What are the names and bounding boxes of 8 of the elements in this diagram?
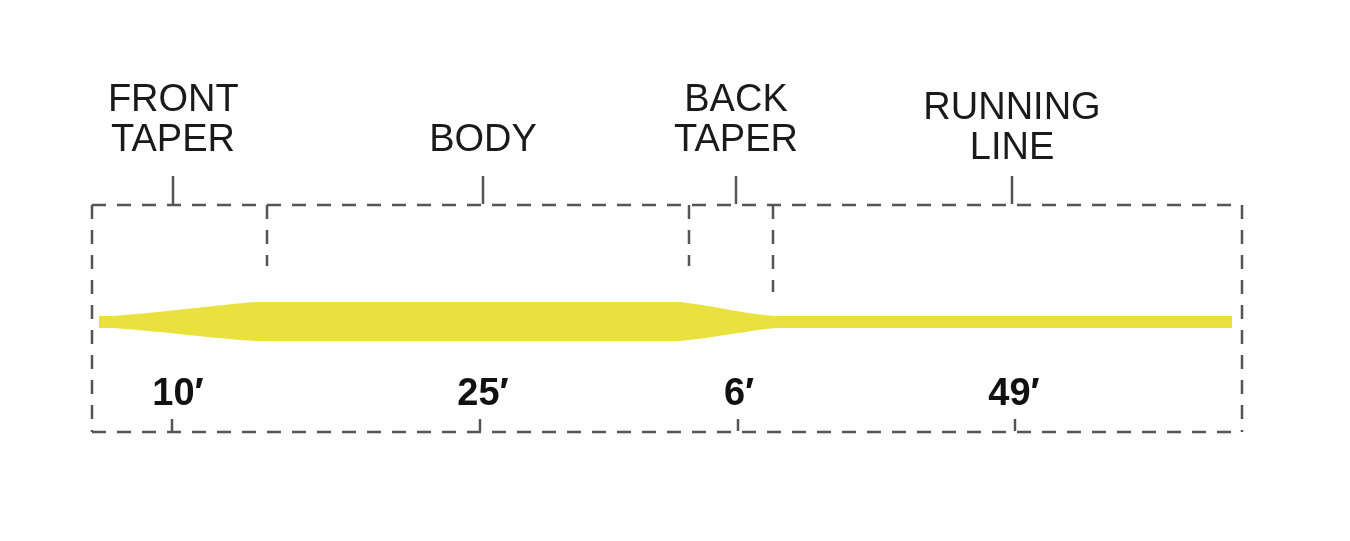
part-label: BODY: [429, 118, 537, 158]
part-label: RUNNING LINE: [923, 86, 1101, 166]
length-label: 49′: [988, 372, 1040, 412]
part-label: BACK TAPER: [674, 78, 798, 158]
part-label: FRONT TAPER: [107, 78, 239, 158]
length-label: 6′: [723, 372, 755, 412]
length-label: 10′: [152, 372, 204, 412]
length-label: 25′: [457, 372, 509, 412]
